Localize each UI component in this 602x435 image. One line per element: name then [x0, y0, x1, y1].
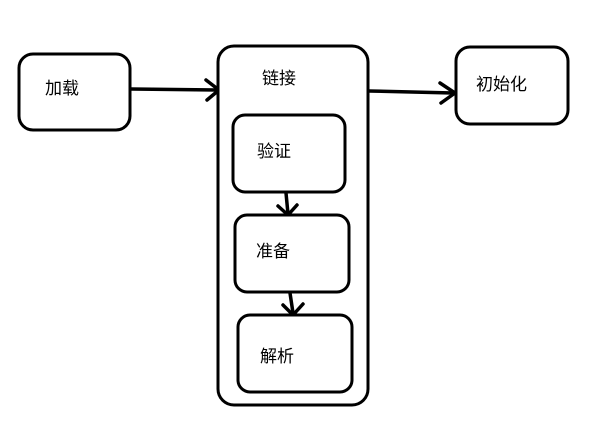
init-label: 初始化 — [476, 75, 527, 95]
arrow-load-to-link — [129, 78, 221, 102]
arrow-link-to-init — [367, 81, 457, 105]
prepare-node: 准备 — [233, 213, 351, 294]
prepare-label: 准备 — [256, 242, 290, 262]
load-box — [17, 52, 132, 132]
init-node: 初始化 — [454, 45, 570, 126]
verify-label: 验证 — [257, 142, 291, 162]
resolve-node: 解析 — [236, 313, 354, 394]
load-label: 加载 — [45, 79, 79, 99]
load-node: 加载 — [17, 52, 132, 132]
verify-box — [231, 113, 347, 194]
resolve-box — [236, 313, 354, 394]
verify-node: 验证 — [231, 113, 347, 194]
link-label: 链接 — [262, 69, 296, 89]
prepare-box — [233, 213, 351, 294]
init-box — [454, 45, 570, 126]
resolve-label: 解析 — [260, 347, 294, 367]
